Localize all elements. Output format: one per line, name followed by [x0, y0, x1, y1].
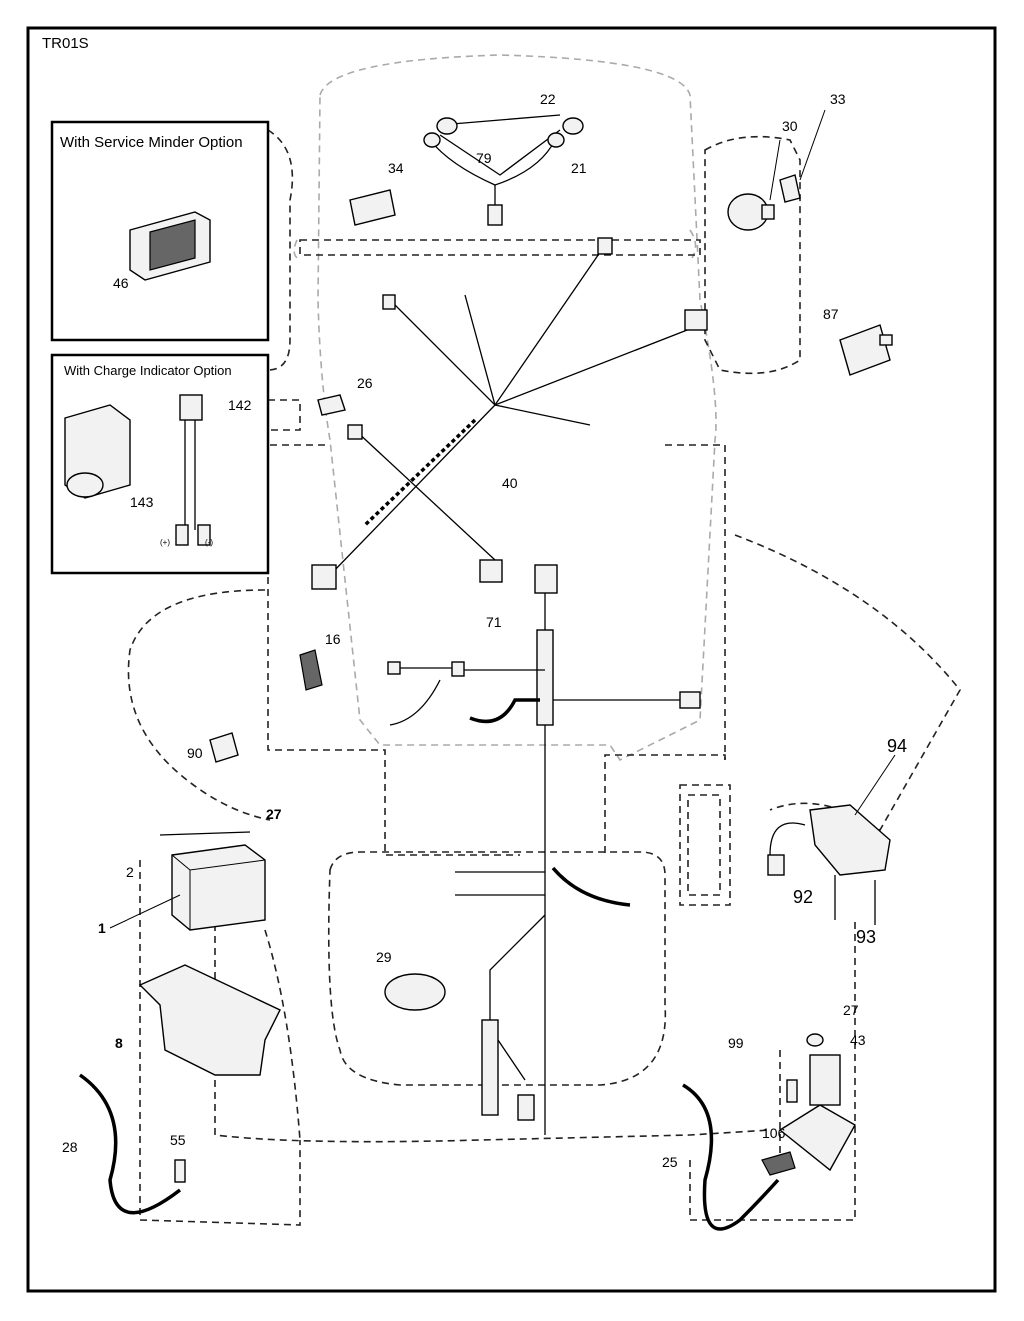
battery-tray: 8 — [115, 964, 281, 1076]
switch-34: 34 — [349, 160, 404, 226]
part-90-label: 90 — [187, 745, 203, 761]
harness-71: 71 — [387, 564, 701, 1135]
relay-87: 87 — [823, 306, 893, 376]
part-27-label-bottom: 27 — [843, 1002, 859, 1018]
part-46-label: 46 — [113, 275, 129, 291]
cable-25: 25 — [662, 1083, 780, 1231]
part-90: 90 — [187, 732, 239, 763]
part-8-label: 8 — [115, 1035, 123, 1051]
part-55-label: 55 — [170, 1132, 186, 1148]
part-92-label: 92 — [793, 887, 813, 907]
part-43-label: 43 — [850, 1032, 866, 1048]
part-94-label: 94 — [887, 736, 907, 756]
charge-indicator-option-title: With Charge Indicator Option — [64, 363, 232, 378]
cable-28: 28 55 — [62, 1073, 186, 1215]
part-25-label: 25 — [662, 1154, 678, 1170]
headlight-harness: 22 79 21 — [423, 91, 587, 226]
service-minder-option-box: With Service Minder Option 46 — [50, 120, 270, 342]
part-93-label: 93 — [856, 927, 876, 947]
part-30-label: 30 — [782, 118, 798, 134]
part-2-label: 2 — [126, 864, 134, 880]
part-79-label: 79 — [476, 150, 492, 166]
part-1-label: 1 — [98, 920, 106, 936]
service-minder-option-title: With Service Minder Option — [60, 134, 243, 151]
part-71-label: 71 — [486, 614, 502, 630]
part-33-label: 33 — [830, 91, 846, 107]
polarity-minus: (-) — [205, 538, 213, 547]
diagram-code: TR01S — [42, 35, 89, 52]
part-28-label: 28 — [62, 1139, 78, 1155]
part-29: 29 — [376, 949, 446, 1011]
solenoid-43: 27 43 99 106 — [728, 1002, 866, 1176]
part-87-label: 87 — [823, 306, 839, 322]
part-27-label-top: 27 — [266, 806, 282, 822]
module-94: 94 92 93 — [767, 736, 907, 947]
diagram-frame — [26, 26, 997, 1293]
part-26-label: 26 — [357, 375, 373, 391]
part-143-label: 143 — [130, 494, 154, 510]
ignition-switch: 30 33 — [727, 91, 846, 231]
dashed-regions — [127, 129, 961, 1226]
main-harness-40: 40 26 — [311, 237, 708, 590]
part-34-label: 34 — [388, 160, 404, 176]
part-106-label: 106 — [762, 1125, 786, 1141]
part-99-label: 99 — [728, 1035, 744, 1051]
part-29-label: 29 — [376, 949, 392, 965]
tractor-outline — [293, 54, 717, 762]
part-16-label: 16 — [325, 631, 341, 647]
switch-16: 16 — [299, 631, 341, 691]
battery: 27 2 1 — [98, 806, 282, 936]
part-40-label: 40 — [502, 475, 518, 491]
part-21-label: 21 — [571, 160, 587, 176]
polarity-plus: (+) — [160, 538, 170, 547]
part-22-label: 22 — [540, 91, 556, 107]
charge-indicator-option-box: With Charge Indicator Option (+) (-) 142… — [50, 353, 270, 575]
part-142-label: 142 — [228, 397, 252, 413]
